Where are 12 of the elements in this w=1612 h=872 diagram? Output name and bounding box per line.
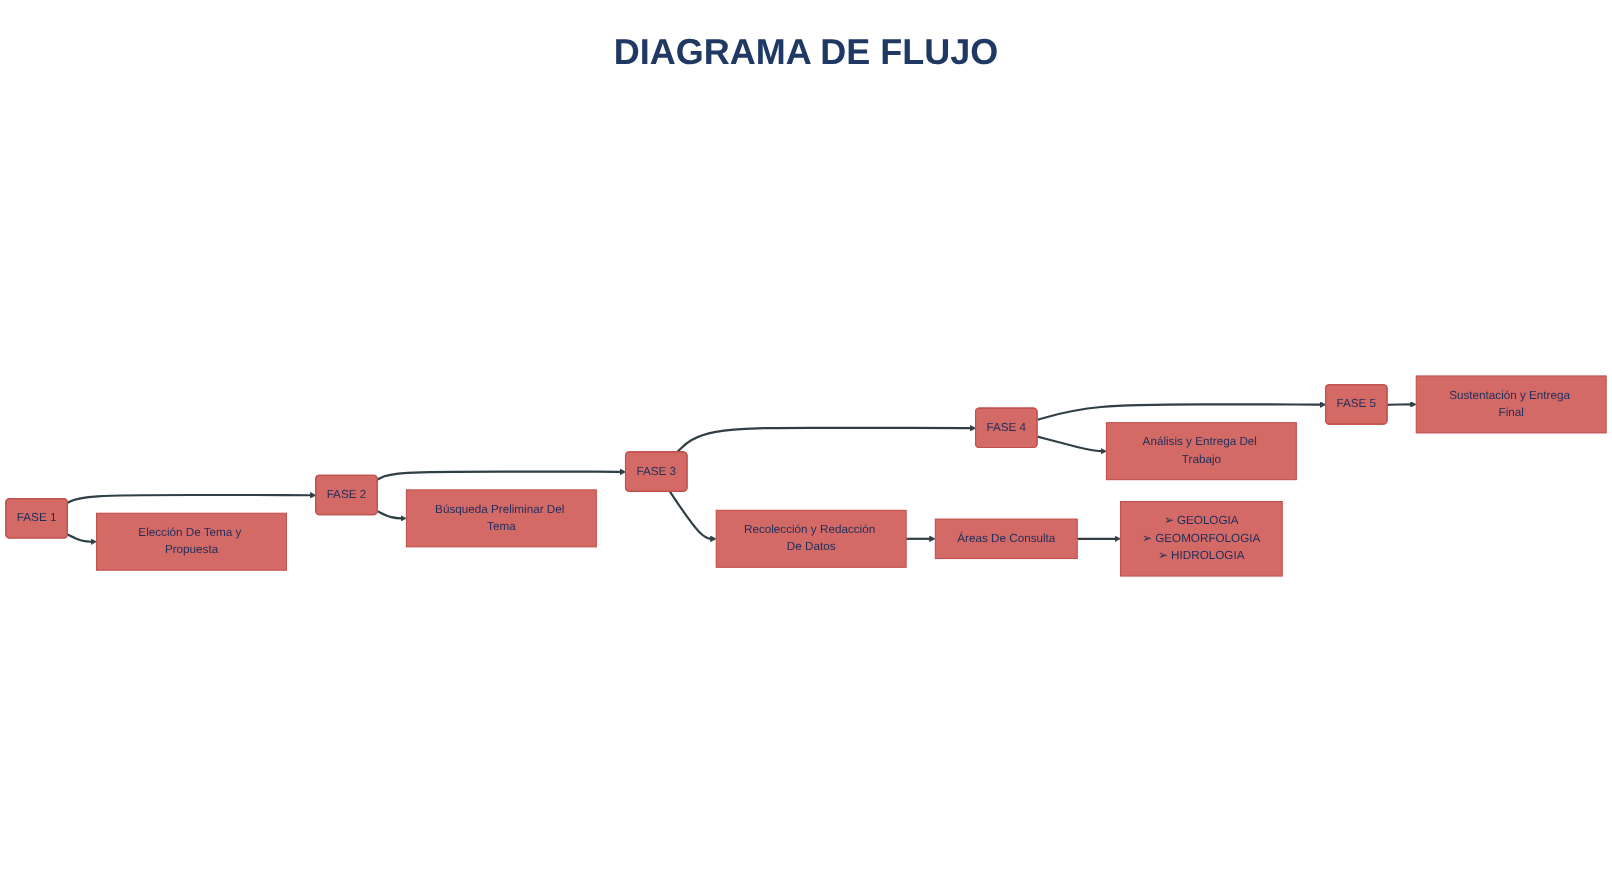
arrow xyxy=(377,510,407,522)
diagram-title: DIAGRAMA DE FLUJO xyxy=(611,32,1001,74)
arrow xyxy=(67,492,317,504)
arrow xyxy=(1387,401,1417,408)
arrow xyxy=(676,424,977,454)
arrow xyxy=(669,491,717,542)
arrow xyxy=(1077,535,1121,542)
arrow xyxy=(906,535,936,542)
arrow xyxy=(1037,401,1327,421)
arrow xyxy=(1037,435,1107,455)
arrow xyxy=(377,468,627,481)
arrow xyxy=(67,533,97,545)
